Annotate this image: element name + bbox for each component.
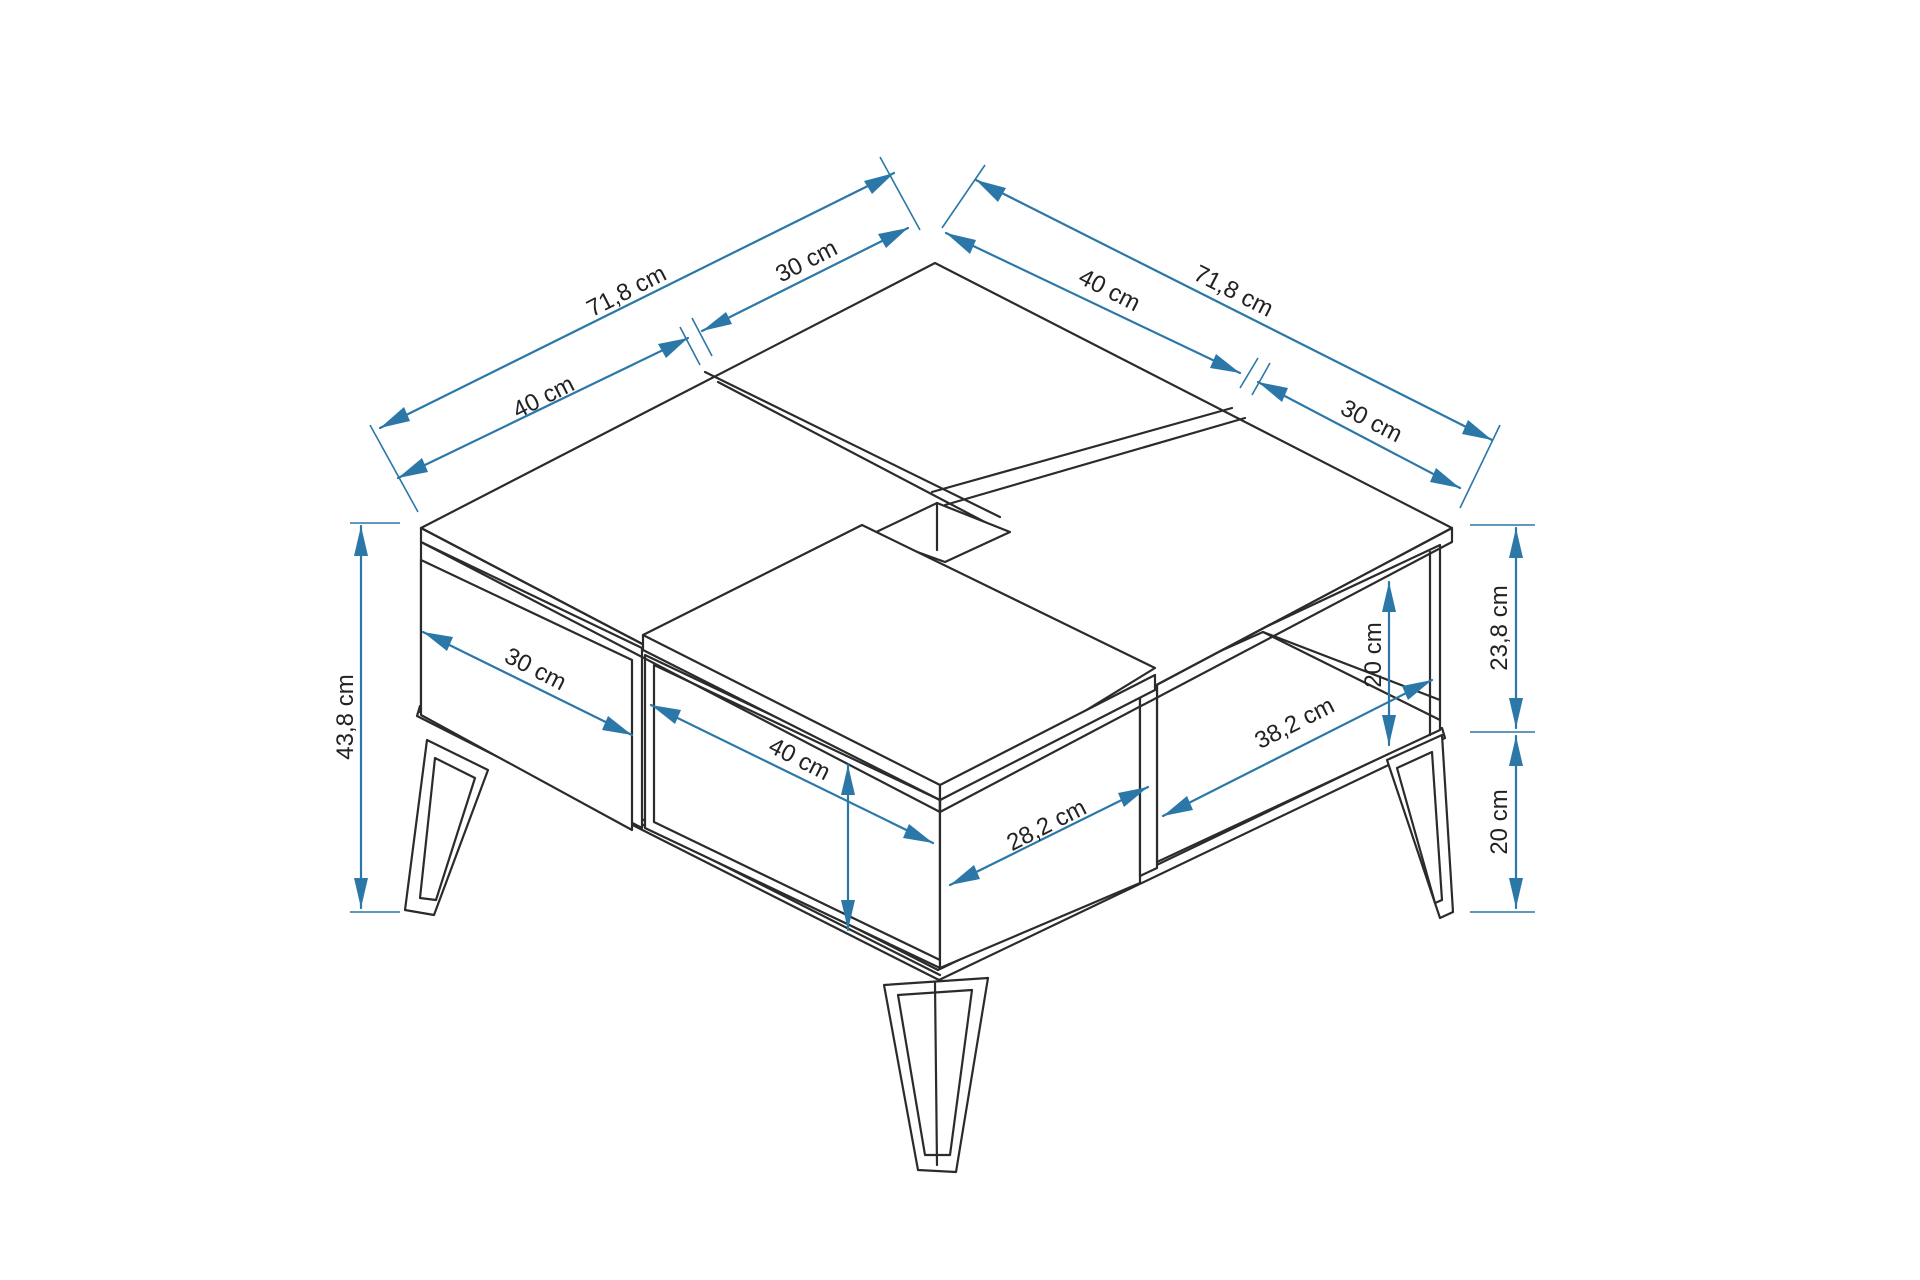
label-top-left-large: 40 cm — [508, 370, 578, 424]
leg-right — [1385, 733, 1455, 920]
dim-line-left-compartment — [421, 630, 634, 737]
top-gap-line-1 — [703, 370, 1002, 519]
label-leg-height: 20 cm — [1486, 789, 1513, 854]
drawer-block-right-face — [938, 673, 1157, 802]
dim-line-top-left-small — [700, 226, 910, 333]
dim-line-top-left-large — [396, 336, 690, 480]
legs — [403, 733, 1455, 1174]
divider-post — [1138, 676, 1159, 878]
left-drawer-front — [419, 558, 634, 832]
label-total-height: 43,8 cm — [332, 674, 359, 759]
dim-line-drawer-width — [649, 703, 935, 845]
label-top-right-overall: 71,8 cm — [1189, 260, 1277, 323]
label-top-left-small: 30 cm — [771, 234, 841, 288]
leg-left — [403, 738, 490, 917]
dim-line-top-right-overall — [974, 178, 1494, 442]
dim-line-top-right-large — [944, 231, 1242, 375]
label-shelf-height: 20 cm — [1360, 622, 1387, 687]
label-top-right-large: 40 cm — [1074, 263, 1144, 317]
dim-line-top-right-small — [1256, 380, 1462, 490]
dim-line-shelf-width — [1161, 678, 1434, 818]
label-body-height: 23,8 cm — [1486, 585, 1513, 670]
label-top-right-small: 30 cm — [1336, 394, 1406, 448]
top-gap-line-2 — [930, 406, 1234, 494]
dim-line-drawer-depth — [948, 785, 1150, 887]
dim-line-top-left-overall — [378, 171, 896, 430]
dimension-lines — [350, 156, 1535, 932]
